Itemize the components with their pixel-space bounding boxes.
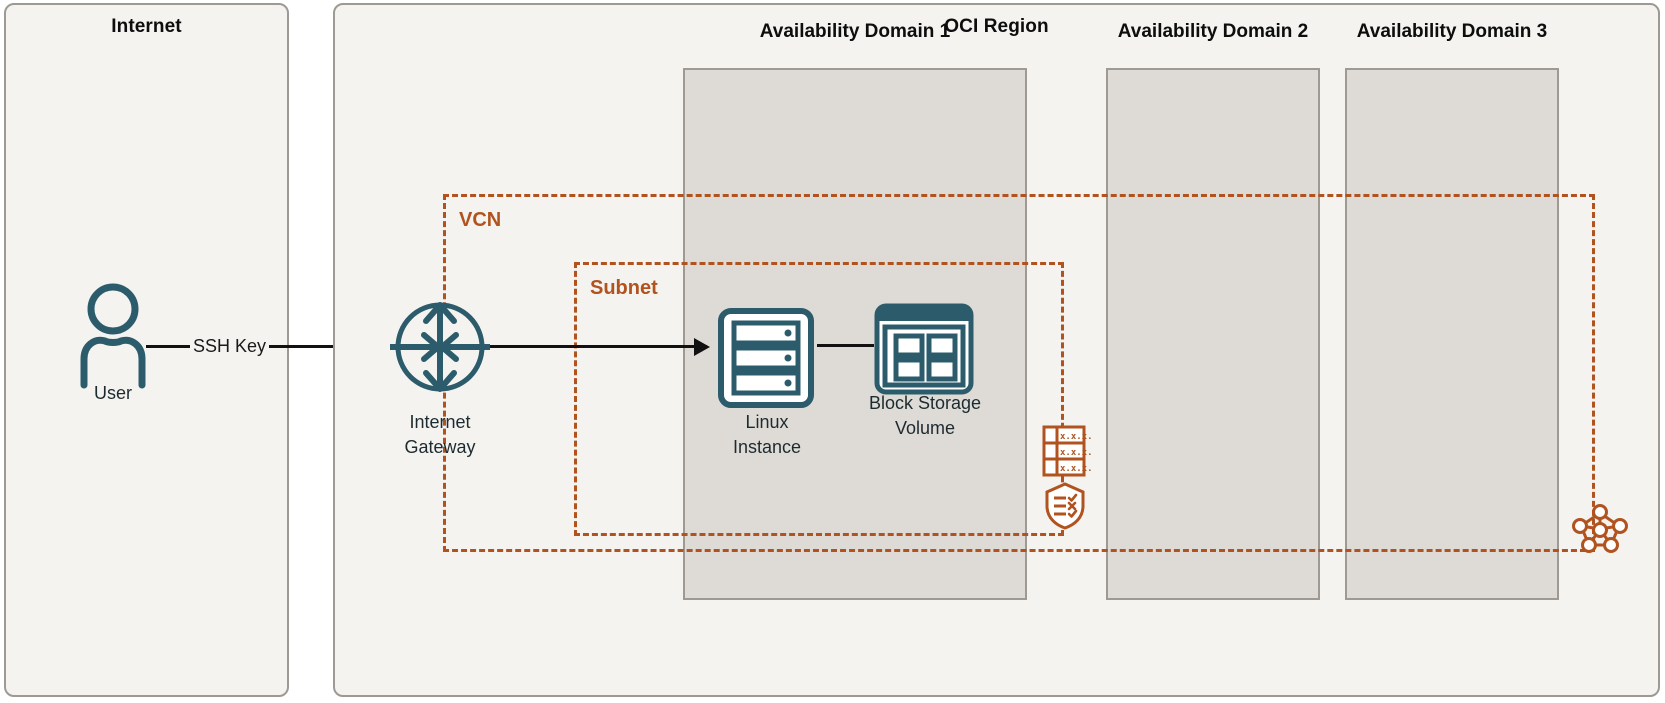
availability-domain-3-title: Availability Domain 3: [1356, 21, 1548, 42]
internet-gateway-label: Internet Gateway: [404, 412, 476, 457]
vcn-label: VCN: [459, 209, 502, 231]
availability-domain-1-title: Availability Domain 1: [759, 21, 951, 42]
ssh-key-label: SSH Key: [190, 336, 270, 357]
availability-domain-3: [1345, 68, 1559, 600]
svg-text:x.x.x.: x.x.x.: [1060, 432, 1093, 442]
subnet-label: Subnet: [590, 277, 658, 299]
route-table-icon: x.x.x. x.x.x. x.x.x.: [1042, 425, 1093, 477]
instance-to-storage-line: [817, 344, 874, 347]
gateway-to-instance-line: [490, 345, 707, 348]
block-storage-icon: [874, 303, 974, 395]
internet-zone-title: Internet: [111, 16, 182, 37]
availability-domain-2: [1106, 68, 1320, 600]
gateway-to-instance-arrowhead: [694, 338, 710, 356]
user-label: User: [93, 383, 132, 403]
linux-instance-label: Linux Instance: [732, 412, 802, 457]
network-topology-icon: [1572, 500, 1628, 554]
svg-text:x.x.x.: x.x.x.: [1060, 464, 1093, 474]
security-list-shield-icon: [1044, 482, 1086, 530]
internet-gateway-icon: [388, 295, 492, 399]
oci-region-title: OCI Region: [944, 16, 1049, 37]
user-icon: [78, 283, 148, 389]
block-storage-label: Block Storage Volume: [868, 393, 982, 438]
compute-instance-icon: [718, 308, 814, 408]
availability-domain-2-title: Availability Domain 2: [1117, 21, 1309, 42]
subnet-boundary: [574, 262, 1064, 536]
svg-text:x.x.x.: x.x.x.: [1060, 448, 1093, 458]
